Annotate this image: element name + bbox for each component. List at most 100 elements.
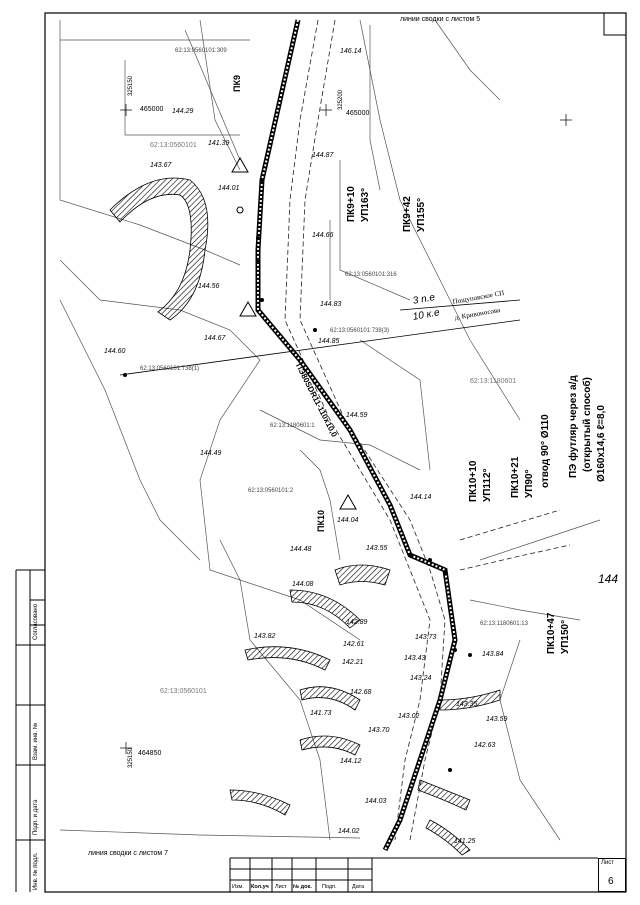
side-stamp-label: Взам. инв. № [33,722,39,760]
grid-coord: 464850 [138,750,162,757]
picket-label: ПК9+10 [346,186,357,222]
side-stamp-label: Подп. и дата [33,799,39,835]
stamp-label: Дата [352,884,365,890]
point-markers [123,178,472,772]
bottom-junction-note: линия сводки с листом 7 [88,850,168,857]
parcel-label: 62:13:0560101:738(1) [140,366,200,372]
picket-label: ПК10+47 [546,612,557,654]
grid-coord: 325200 [338,89,344,110]
angle-label: УП163° [360,187,371,222]
parcel-label: 62:13:0560101:738(3) [330,328,390,334]
section-line [119,319,521,376]
elevation: 142.68 [350,689,372,696]
corner-box [603,12,627,36]
elevation: 144.14 [410,494,432,501]
elevation: 142.61 [343,641,365,648]
gas-pipeline [255,19,458,852]
parcel-label: 62:13:0560101:2 [248,488,294,494]
parcel-label: 62:13:1180601 [470,378,517,385]
parcel-label: 62:13:0560101:309 [175,48,227,54]
angle-label: УП112° [482,468,493,502]
elevation: 144.66 [312,232,334,239]
elevation: 143.67 [150,162,172,169]
road-line [399,299,521,311]
elevation: 144 [598,572,619,586]
elevation: 144.12 [340,758,362,765]
angle-label: УП150° [560,619,571,654]
elevation: 142.89 [346,619,368,626]
side-stamp [15,569,45,892]
casing-label: Ø160x14,6 ℓ=8,0 [596,405,607,482]
elevation: 144.56 [198,283,220,290]
slope-hatching [109,177,501,856]
grid-crosses [120,104,572,754]
elevation: 144.49 [200,450,222,457]
elevation: 143.59 [486,716,508,723]
survey-triangles [231,156,357,510]
picket-label: ПК10+21 [510,456,521,498]
picket-label: ПК9+42 [402,196,413,232]
casing-label: (открытый способ) [582,377,593,472]
picket-label: ПК10 [316,510,326,532]
picket-label: ПК9 [232,75,242,92]
elevation: 144.03 [365,798,387,805]
elevation: 143.70 [368,727,390,734]
angle-label: УП90° [524,469,535,498]
elevation: 142.63 [474,742,496,749]
elevation: 141.39 [208,140,230,147]
parcel-label: 62:13:0560101 [150,142,197,149]
elevation: 143.84 [482,651,504,658]
grid-coord: 325150 [128,747,134,768]
stamp-label: Лист [275,884,287,890]
elevation: 144.04 [337,517,359,524]
side-stamp-label: Согласовано [33,603,39,640]
angle-label: УП155° [416,197,427,232]
elevation: 142.21 [342,659,364,666]
parcel-label: 62:13:0560101 [160,688,207,695]
elevation: 143.82 [254,633,276,640]
elevation: 144.48 [290,546,312,553]
elevation: 144.08 [292,581,314,588]
elevation: 144.59 [346,412,368,419]
sheet-number: 6 [608,876,614,887]
elevation: 144.60 [104,348,126,355]
elevation: 143.02 [398,713,420,720]
elevation: 143.73 [415,634,437,641]
stamp-label: Подп. [322,884,337,890]
elevation: 144.29 [172,108,194,115]
elevation: 144.67 [204,335,226,342]
side-stamp-label: Инв. № подл. [33,852,39,890]
elevation: 144.02 [338,828,360,835]
stamp-label: № док. [293,884,312,890]
grid-coord: 465000 [346,110,370,117]
elevation: 143.55 [366,545,388,552]
sheet-frame [44,12,627,893]
bend-label: отвод 90° Ø110 [540,414,551,488]
elevation: 144.85 [318,338,340,345]
elevation: 143.24 [410,675,432,682]
parcel-label: 62:13:1180601:1 [270,423,315,429]
elevation: 141.25 [454,838,476,845]
sheet-number-box: Лист 6 [598,858,626,892]
elevation: 144.83 [320,301,342,308]
parcel-label: 62:13:0560101:316 [345,272,397,278]
bottom-stamp-grid [229,857,598,892]
elevation: 144.01 [218,185,240,192]
parcel-boundaries [59,19,601,841]
grid-coord: 325150 [128,75,134,96]
parcel-label: 62:13:1180601:13 [480,621,528,627]
elevation: 141.73 [310,710,332,717]
sheet-label: Лист [601,860,615,866]
picket-label: ПК10+10 [468,460,479,502]
stamp-label: Кол.уч [251,884,269,890]
casing-label: ПЭ футляр через а/д [568,375,579,478]
elevation: 143.35 [456,701,478,708]
elevation: 146.14 [340,48,362,55]
stamp-label: Изм. [232,884,244,890]
grid-coord: 465000 [140,106,164,113]
elevation: 143.43 [404,655,426,662]
elevation: 144.87 [312,152,334,159]
top-junction-note: линии сводки с листом 5 [400,16,481,23]
